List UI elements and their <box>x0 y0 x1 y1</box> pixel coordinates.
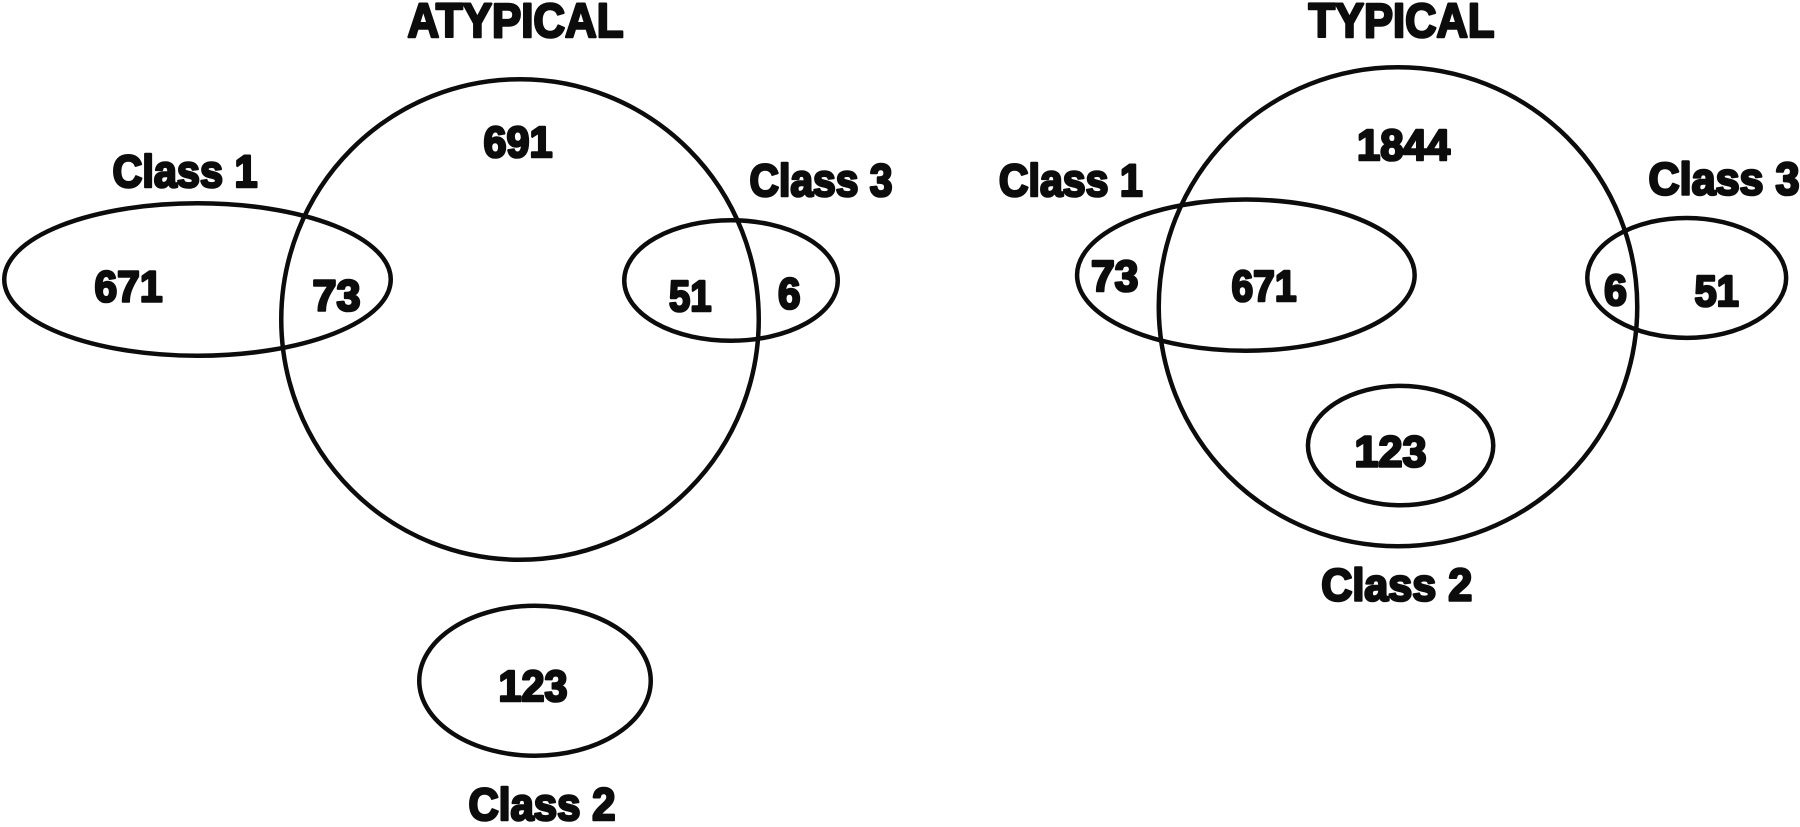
svg-text:Class 3: Class 3 <box>1649 154 1800 205</box>
svg-text:671: 671 <box>95 263 163 312</box>
svg-text:Class 2: Class 2 <box>469 779 616 827</box>
svg-text:Class 3: Class 3 <box>750 155 893 206</box>
svg-text:73: 73 <box>313 272 361 321</box>
svg-text:1844: 1844 <box>1357 121 1450 170</box>
svg-text:6: 6 <box>778 270 801 319</box>
svg-text:73: 73 <box>1091 252 1139 301</box>
svg-text:123: 123 <box>499 662 568 711</box>
svg-text:Class 2: Class 2 <box>1321 560 1472 611</box>
svg-text:6: 6 <box>1604 266 1627 315</box>
svg-text:671: 671 <box>1232 262 1297 311</box>
svg-text:691: 691 <box>484 118 553 167</box>
svg-text:51: 51 <box>669 272 712 321</box>
svg-text:Class 1: Class 1 <box>113 146 258 197</box>
svg-text:Class 1: Class 1 <box>999 155 1143 206</box>
svg-text:ATYPICAL: ATYPICAL <box>408 0 624 48</box>
svg-text:123: 123 <box>1355 428 1427 477</box>
svg-text:TYPICAL: TYPICAL <box>1309 0 1495 48</box>
svg-text:51: 51 <box>1694 267 1739 316</box>
